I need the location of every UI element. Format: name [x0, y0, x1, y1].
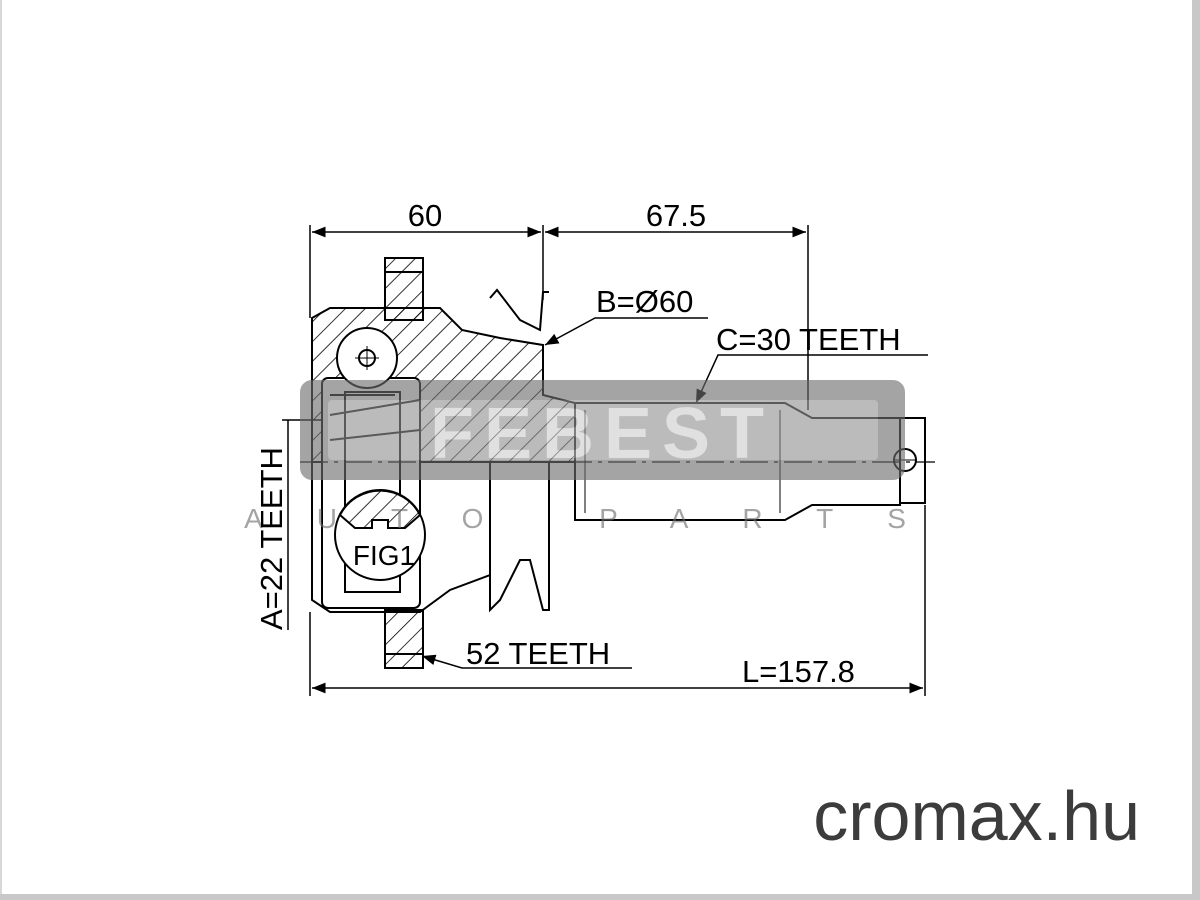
watermark: FEBEST AUTO PARTS: [244, 380, 960, 534]
site-watermark: cromax.hu: [813, 777, 1140, 855]
frame-shadow-bottom: [0, 894, 1200, 900]
label-bearing-diameter: B=Ø60: [596, 284, 693, 319]
frame-shadow-right: [1192, 0, 1200, 900]
label-fig1: FIG1: [353, 540, 415, 571]
label-shaft-spline: C=30 TEETH: [716, 322, 901, 357]
abs-ring-bottom: [384, 609, 424, 669]
leader-52: [421, 654, 632, 669]
leader-b: [544, 317, 708, 346]
watermark-brand: FEBEST: [430, 394, 774, 474]
fig1-hatch-top: [338, 489, 422, 529]
watermark-inner: [328, 400, 878, 460]
seal-flange-lower: [489, 462, 550, 613]
label-abs-ring: 52 TEETH: [466, 636, 610, 671]
label-dimension-67-5: 67.5: [646, 198, 706, 233]
watermark-bar: [300, 380, 905, 480]
label-dimension-60: 60: [408, 198, 442, 233]
label-inner-spline: A=22 TEETH: [254, 447, 289, 630]
seal-flange-upper: [489, 288, 549, 332]
watermark-tagline: AUTO PARTS: [244, 503, 960, 534]
abs-ring-top: [384, 257, 424, 321]
label-total-length: L=157.8: [742, 654, 855, 689]
